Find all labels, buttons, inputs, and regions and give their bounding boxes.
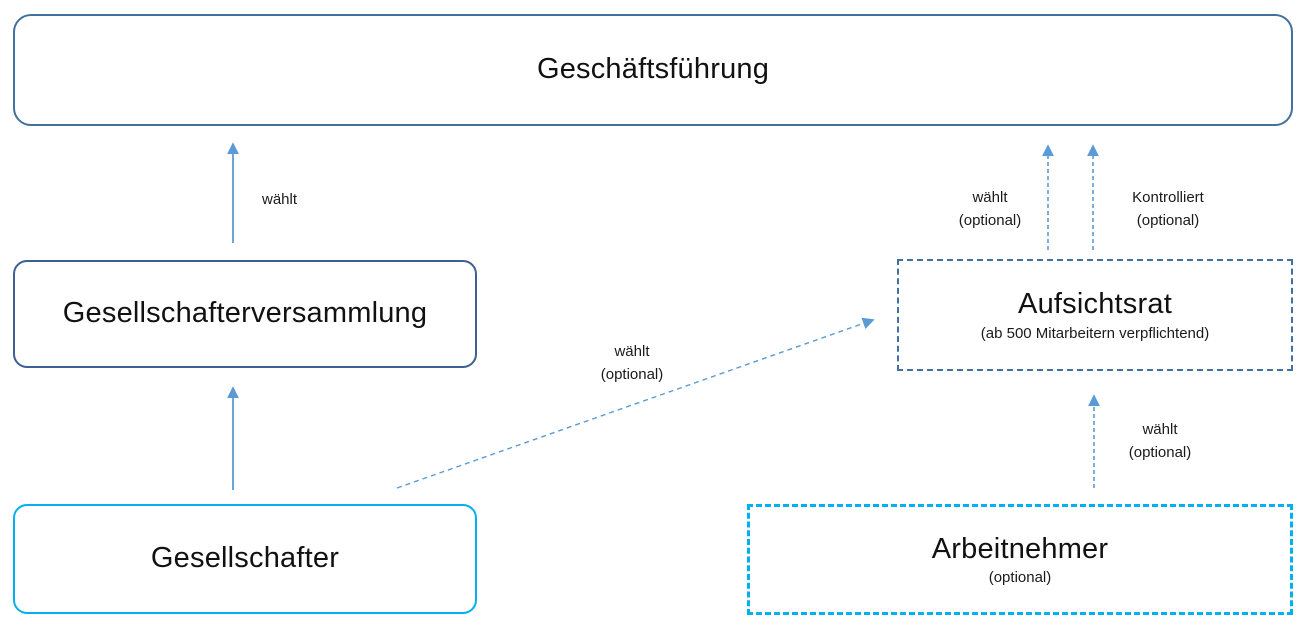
edge-label-subtext: (optional) bbox=[958, 212, 1022, 229]
edge-label-subtext: (optional) bbox=[1136, 212, 1200, 229]
box-aufsichtsrat: Aufsichtsrat (ab 500 Mitarbeitern verpfl… bbox=[897, 259, 1293, 371]
box-gesellschafter-label: Gesellschafter bbox=[150, 542, 340, 575]
edge-label-text: wählt bbox=[1142, 421, 1178, 438]
box-arbeitnehmer: Arbeitnehmer (optional) bbox=[747, 504, 1293, 615]
edge-label-subtext: (optional) bbox=[1128, 444, 1192, 461]
box-geschaeftsfuehrung-label: Geschäftsführung bbox=[536, 53, 770, 86]
box-gesellschafterversammlung-label: Gesellschafterversammlung bbox=[62, 297, 428, 330]
edge-label-text: wählt bbox=[614, 343, 650, 360]
edge-label-text: wählt bbox=[972, 189, 1008, 206]
edge-label-text: wählt bbox=[262, 191, 298, 208]
edge-label-subtext: (optional) bbox=[600, 366, 664, 383]
edge-label-ar-kontrolliert-gf: Kontrolliert (optional) bbox=[1132, 186, 1204, 232]
box-arbeitnehmer-sublabel: (optional) bbox=[988, 569, 1052, 587]
box-aufsichtsrat-label: Aufsichtsrat bbox=[1018, 288, 1172, 321]
box-geschaeftsfuehrung: Geschäftsführung bbox=[13, 14, 1293, 126]
box-arbeitnehmer-label: Arbeitnehmer bbox=[931, 532, 1109, 565]
box-aufsichtsrat-sublabel: (ab 500 Mitarbeitern verpflichtend) bbox=[980, 324, 1210, 342]
box-gesellschafterversammlung: Gesellschafterversammlung bbox=[13, 260, 477, 368]
edge-label-ar-waehlt-gf: wählt (optional) bbox=[959, 186, 1022, 232]
edge-label-gs-waehlt-ar: wählt (optional) bbox=[601, 340, 664, 386]
edge-label-gv-waehlt-gf: wählt bbox=[262, 188, 297, 211]
edge-label-an-waehlt-ar: wählt (optional) bbox=[1129, 418, 1192, 464]
box-gesellschafter: Gesellschafter bbox=[13, 504, 477, 614]
edge-label-text: Kontrolliert bbox=[1132, 189, 1204, 206]
